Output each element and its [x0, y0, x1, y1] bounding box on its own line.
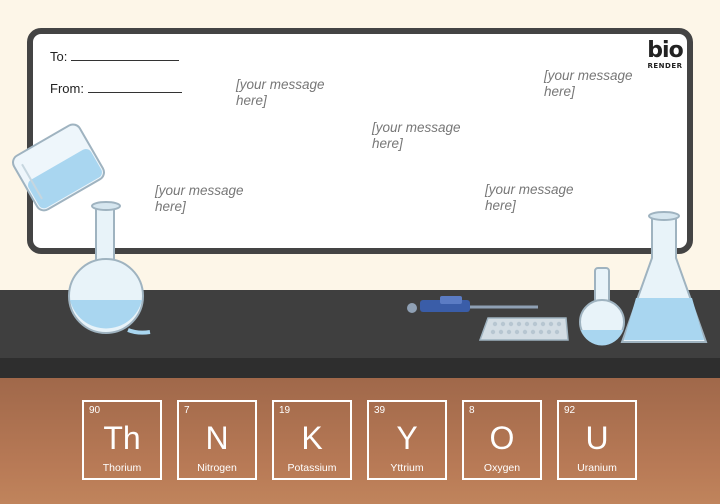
element-symbol: O	[489, 420, 515, 456]
atomic-number: 8	[469, 405, 475, 416]
element-symbol: Th	[103, 420, 141, 456]
message-placeholder-1[interactable]: [your message here]	[236, 77, 325, 108]
element-name: Yttrium	[390, 462, 424, 474]
element-tile-yttrium: 39 Y Yttrium	[367, 400, 447, 480]
round-bottom-flask-icon	[68, 201, 151, 335]
atomic-number: 90	[89, 405, 101, 416]
to-label: To:	[50, 49, 68, 64]
atomic-number: 19	[279, 405, 291, 416]
element-symbol: Y	[396, 420, 418, 456]
element-symbol: K	[301, 420, 323, 456]
message-placeholder-3[interactable]: [your message here]	[372, 120, 461, 151]
small-flask-icon	[579, 267, 625, 346]
element-symbol: U	[585, 420, 609, 456]
element-name: Potassium	[287, 462, 337, 474]
element-symbol: N	[205, 420, 229, 456]
element-tile-nitrogen: 7 N Nitrogen	[177, 400, 257, 480]
element-tile-potassium: 19 K Potassium	[272, 400, 352, 480]
element-name: Uranium	[577, 462, 617, 474]
message-board	[27, 28, 693, 254]
atomic-number: 7	[184, 405, 190, 416]
message-placeholder-5[interactable]: [your message here]	[485, 182, 574, 213]
atomic-number: 39	[374, 405, 386, 416]
to-field[interactable]: To:	[50, 49, 180, 64]
to-line[interactable]	[71, 59, 180, 61]
element-name: Nitrogen	[197, 462, 237, 474]
from-field[interactable]: From:	[50, 81, 182, 96]
bench-edge	[0, 358, 720, 378]
message-placeholder-2[interactable]: [your message here]	[544, 68, 633, 99]
element-name: Oxygen	[483, 462, 521, 474]
element-tile-uranium: 92 U Uranium	[557, 400, 637, 480]
pouring-beaker-icon	[12, 123, 105, 212]
message-placeholder-4[interactable]: [your message here]	[155, 183, 244, 214]
well-plate-icon	[478, 317, 569, 341]
element-tile-thorium: 90 Th Thorium	[82, 400, 162, 480]
bench-front	[0, 378, 720, 504]
from-label: From:	[50, 81, 84, 96]
atomic-number: 92	[564, 405, 576, 416]
biorender-logo: bio RENDER	[645, 38, 685, 71]
logo-bottom: RENDER	[647, 62, 683, 70]
element-tile-oxygen: 8 O Oxygen	[462, 400, 542, 480]
element-name: Thorium	[102, 462, 142, 474]
micropipette-icon	[407, 296, 538, 313]
logo-top: bio	[647, 38, 683, 63]
from-line[interactable]	[87, 91, 182, 93]
erlenmeyer-flask-icon	[620, 211, 708, 343]
